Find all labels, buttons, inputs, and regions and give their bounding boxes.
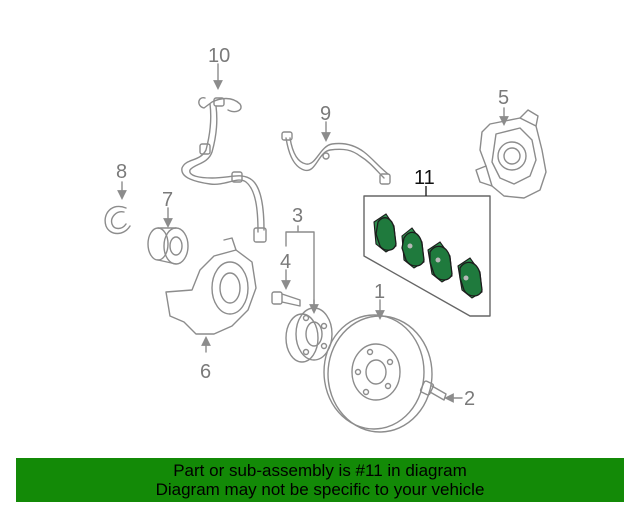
brake-pad-kit [363,195,491,317]
snap-ring [104,205,131,235]
brake-hose [281,131,391,185]
abs-sensor-harness [181,97,267,243]
callout-11: 11 [414,167,435,189]
part-info-banner: Part or sub-assembly is #11 in diagram D… [16,458,624,502]
callout-3: 3 [292,205,303,227]
brake-pad-2 [401,227,425,269]
brake-rotor [323,314,433,433]
caliper-bolt [419,380,447,401]
callout-2: 2 [464,388,475,410]
callout-5: 5 [498,87,509,109]
dust-shield [165,237,257,335]
wheel-bearing [147,227,189,265]
banner-line-1: Part or sub-assembly is #11 in diagram [173,461,467,480]
callout-10: 10 [208,45,230,67]
banner-line-2: Diagram may not be specific to your vehi… [155,480,485,499]
brake-pad-4 [457,257,483,299]
brake-pad-1 [373,213,397,253]
wheel-hub [285,307,333,363]
hub-bolt [271,291,301,307]
callout-9: 9 [320,103,331,125]
callout-7: 7 [162,189,173,211]
callout-1: 1 [374,281,385,303]
brake-caliper [475,109,547,199]
callout-4: 4 [280,251,291,273]
callout-6: 6 [200,361,211,383]
callout-8: 8 [116,161,127,183]
leader-lines [117,63,509,403]
brake-pad-3 [427,241,453,283]
